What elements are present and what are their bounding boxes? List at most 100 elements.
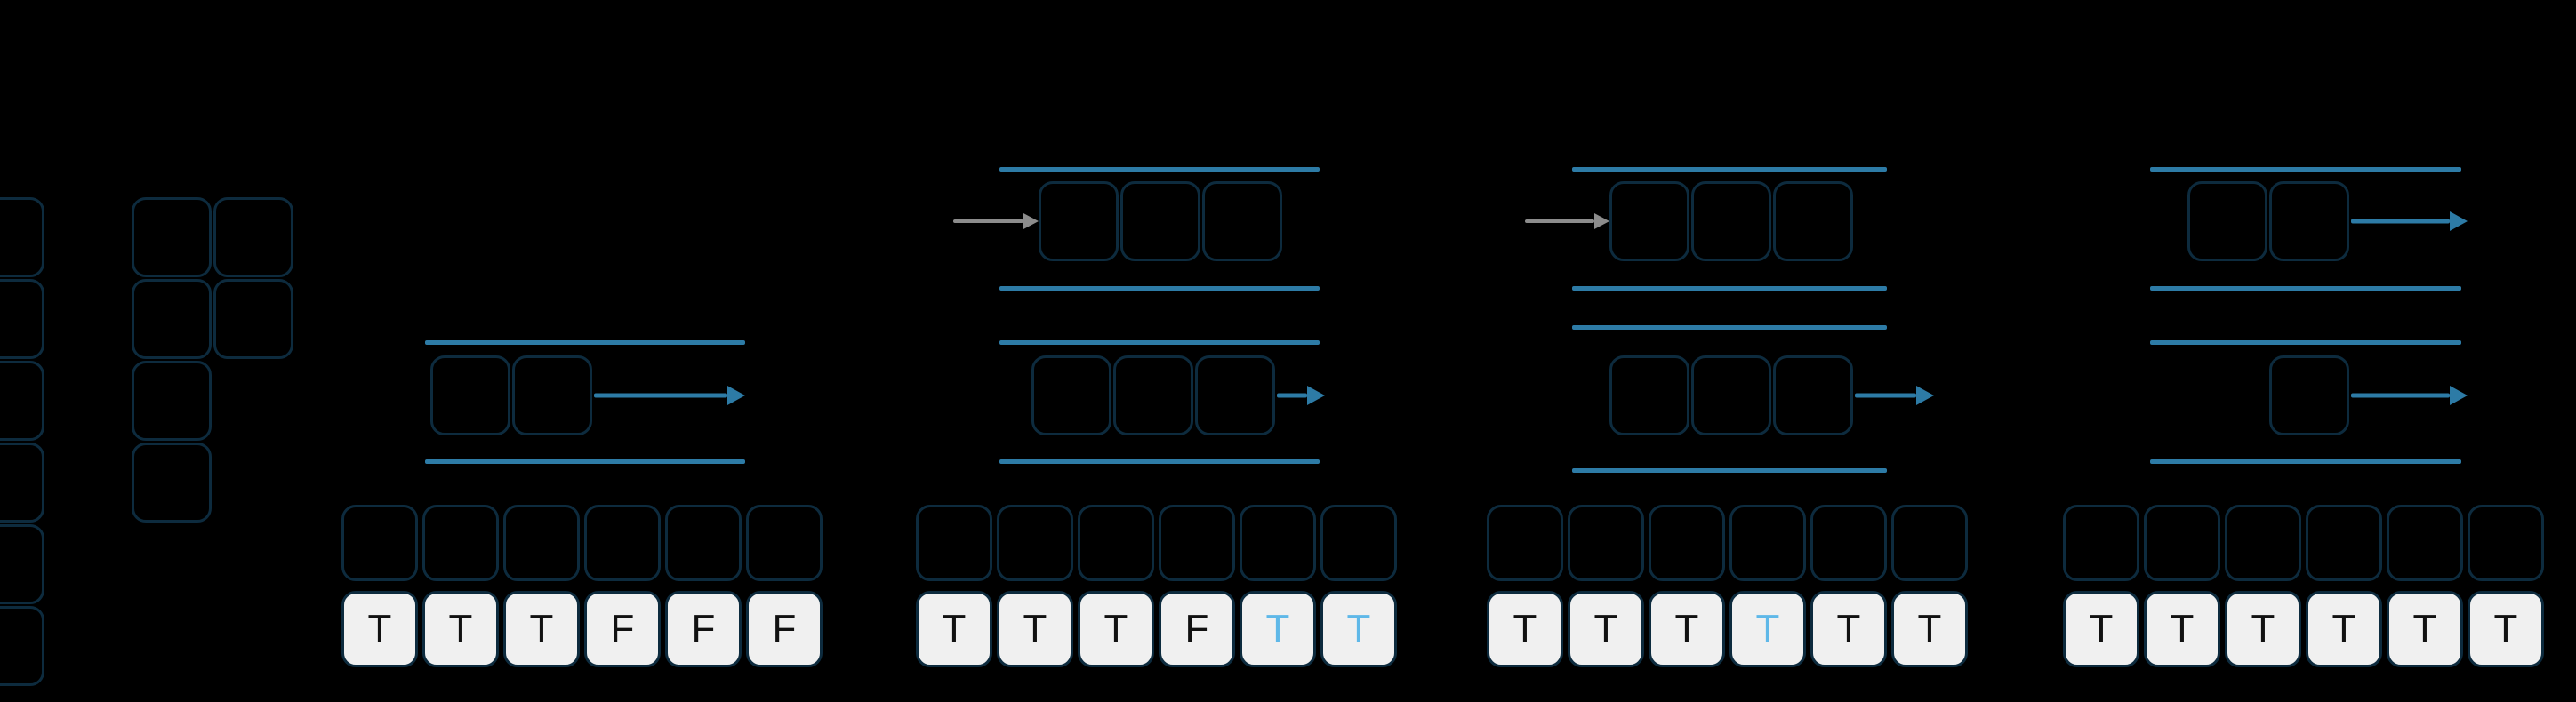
letter-tile[interactable]: T [1729, 591, 1806, 667]
letter-tile[interactable]: T [503, 591, 580, 667]
grid-cell [0, 197, 44, 277]
empty-slot[interactable] [916, 505, 992, 581]
empty-slot[interactable] [1568, 505, 1644, 581]
arrow-shaft [1855, 393, 1916, 398]
row-rule-top [999, 167, 1320, 172]
row-cell [1120, 181, 1200, 261]
letter-tile[interactable]: T [1320, 591, 1397, 667]
letter-tile[interactable]: F [746, 591, 823, 667]
arrow-shaft [594, 393, 727, 398]
letter-tile[interactable]: T [1240, 591, 1316, 667]
row-rule-top [999, 340, 1320, 345]
row-rule-top [1572, 325, 1887, 330]
letter-tile[interactable]: T [2468, 591, 2544, 667]
empty-slot[interactable] [2468, 505, 2544, 581]
arrow-head [727, 386, 745, 405]
arrow-shaft [2351, 219, 2450, 224]
empty-slot[interactable] [1240, 505, 1316, 581]
row-rule-top [2150, 340, 2461, 345]
row-rule-top [425, 340, 745, 345]
arrow-head [2450, 211, 2468, 231]
empty-slot[interactable] [2306, 505, 2382, 581]
arrow-head [1023, 213, 1039, 229]
row-cell [1773, 181, 1853, 261]
row-cell [1202, 181, 1282, 261]
letter-tile[interactable]: T [1487, 591, 1563, 667]
letter-tile[interactable]: T [341, 591, 418, 667]
empty-slot[interactable] [584, 505, 661, 581]
empty-slot[interactable] [2063, 505, 2139, 581]
arrow-shaft [2351, 393, 2450, 398]
letter-tile[interactable]: T [997, 591, 1073, 667]
row-cell [1691, 181, 1771, 261]
row-cell [1609, 355, 1689, 435]
arrow-head [2450, 386, 2468, 405]
row-cell [1691, 355, 1771, 435]
grid-cell [0, 606, 44, 686]
row-rule-top [1572, 167, 1887, 172]
empty-slot[interactable] [1078, 505, 1154, 581]
empty-slot[interactable] [422, 505, 499, 581]
letter-tile[interactable]: T [2225, 591, 2301, 667]
empty-slot[interactable] [2144, 505, 2220, 581]
row-rule-bottom [999, 459, 1320, 464]
empty-slot[interactable] [1487, 505, 1563, 581]
empty-slot[interactable] [2387, 505, 2463, 581]
letter-tile[interactable]: T [2144, 591, 2220, 667]
empty-slot[interactable] [341, 505, 418, 581]
empty-slot[interactable] [1159, 505, 1235, 581]
letter-tile[interactable]: T [916, 591, 992, 667]
arrow-shaft [1277, 393, 1307, 398]
letter-tile[interactable]: T [1649, 591, 1725, 667]
empty-slot[interactable] [746, 505, 823, 581]
arrow-head [1916, 386, 1934, 405]
letter-tile[interactable]: T [1810, 591, 1887, 667]
letter-tile[interactable]: F [1159, 591, 1235, 667]
empty-slot[interactable] [1891, 505, 1968, 581]
grid-cell [132, 361, 212, 441]
grid-cell [213, 197, 293, 277]
row-cell [1195, 355, 1275, 435]
empty-slot[interactable] [2225, 505, 2301, 581]
row-rule-bottom [1572, 286, 1887, 291]
row-cell [2187, 181, 2267, 261]
empty-slot[interactable] [1729, 505, 1806, 581]
letter-tile[interactable]: T [2306, 591, 2382, 667]
row-cell [430, 355, 510, 435]
row-rule-top [2150, 167, 2461, 172]
letter-tile[interactable]: T [2387, 591, 2463, 667]
empty-slot[interactable] [1320, 505, 1397, 581]
row-cell [1609, 181, 1689, 261]
letter-tile[interactable]: T [1078, 591, 1154, 667]
letter-tile[interactable]: T [422, 591, 499, 667]
panel-1 [0, 0, 320, 702]
grid-cell [213, 279, 293, 359]
empty-slot[interactable] [1810, 505, 1887, 581]
letter-tile[interactable]: T [1568, 591, 1644, 667]
empty-slot[interactable] [997, 505, 1073, 581]
arrow-shaft [953, 219, 1023, 223]
row-cell [512, 355, 592, 435]
grid-cell [132, 443, 212, 523]
row-cell [1773, 355, 1853, 435]
grid-cell [0, 443, 44, 523]
empty-slot[interactable] [1649, 505, 1725, 581]
letter-tile[interactable]: T [2063, 591, 2139, 667]
grid-cell [0, 361, 44, 441]
grid-cell [132, 197, 212, 277]
row-cell [1113, 355, 1193, 435]
letter-tile[interactable]: T [1891, 591, 1968, 667]
row-rule-bottom [425, 459, 745, 464]
row-cell [1031, 355, 1111, 435]
row-rule-bottom [2150, 286, 2461, 291]
grid-cell [132, 279, 212, 359]
letter-tile[interactable]: F [665, 591, 742, 667]
empty-slot[interactable] [665, 505, 742, 581]
letter-tile[interactable]: F [584, 591, 661, 667]
empty-slot[interactable] [503, 505, 580, 581]
row-cell [2269, 181, 2349, 261]
